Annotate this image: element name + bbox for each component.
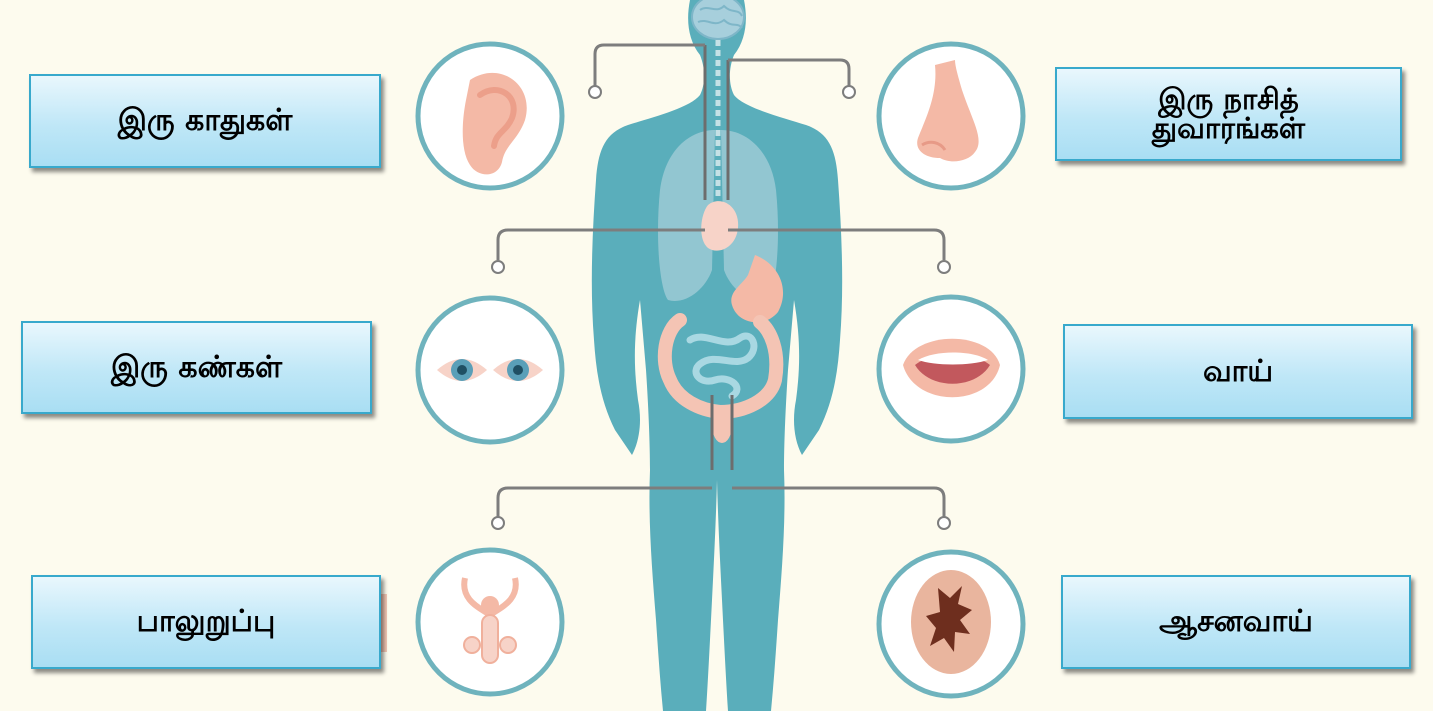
label-nostrils: இரு நாசித் துவாரங்கள்: [1055, 67, 1402, 161]
brain: [692, 0, 744, 39]
label-mouth-text: வாய்: [1203, 357, 1273, 387]
label-nostrils-line2: துவாரங்கள்: [1152, 114, 1305, 143]
reproductive-organ-icon: [418, 550, 562, 694]
label-eyes: இரு கண்கள்: [21, 321, 372, 414]
anus-icon: [879, 552, 1023, 696]
label-genitals-text: பாலுறுப்பு: [137, 607, 276, 637]
label-ears: இரு காதுகள்: [29, 74, 381, 168]
eyes-icon: [418, 298, 562, 442]
label-anus: ஆசனவாய்: [1061, 575, 1411, 669]
label-mouth: வாய்: [1063, 324, 1413, 419]
label-ears-text: இரு காதுகள்: [118, 106, 293, 136]
body-silhouette: [592, 0, 842, 711]
label-anus-text: ஆசனவாய்: [1159, 607, 1313, 637]
label-genitals: பாலுறுப்பு: [31, 575, 381, 669]
nose-icon: [879, 44, 1023, 188]
connector-ear: [595, 45, 705, 86]
mouth-icon: [879, 297, 1023, 441]
connector-nose: [728, 60, 849, 86]
label-nostrils-line1: இரு நாசித்: [1152, 85, 1305, 114]
ear-icon: [418, 44, 562, 188]
human-body-figure: [592, 0, 842, 711]
label-eyes-text: இரு கண்கள்: [111, 353, 282, 383]
